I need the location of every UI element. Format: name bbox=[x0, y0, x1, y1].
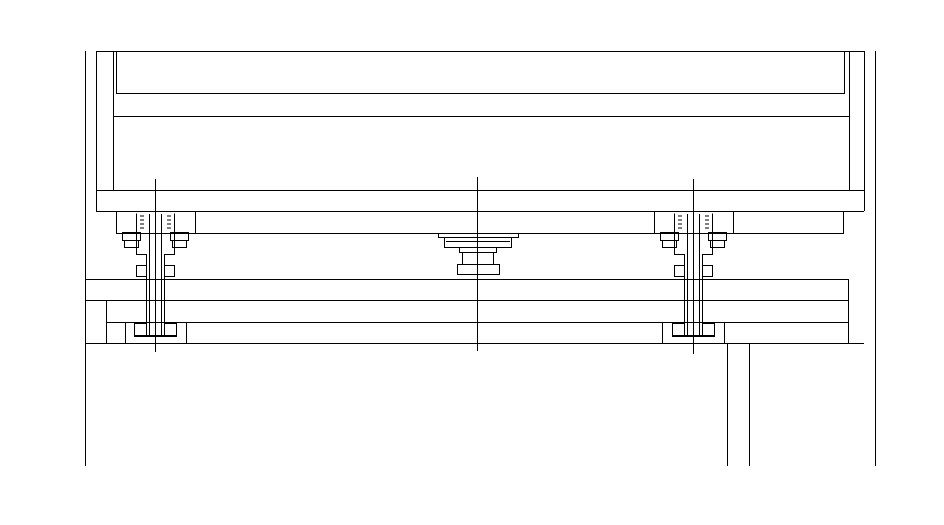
right-nut-lower-a bbox=[672, 323, 685, 336]
mounting-flange bbox=[116, 211, 844, 234]
right-nut-upper-b bbox=[702, 265, 713, 277]
left-seal-right bbox=[167, 215, 171, 229]
support-leg bbox=[727, 343, 750, 466]
left-nut-upper-b bbox=[164, 265, 175, 277]
center-support bbox=[438, 233, 519, 280]
right-sleeve-outline bbox=[674, 213, 713, 337]
left-nut-upper-a bbox=[136, 265, 147, 277]
right-seal-left bbox=[678, 215, 682, 229]
upper-housing bbox=[96, 51, 865, 212]
centerlines bbox=[155, 177, 694, 354]
left-washer-c bbox=[124, 240, 139, 248]
center-foot bbox=[457, 264, 500, 275]
left-nut-lower-a bbox=[134, 323, 147, 336]
outer-frame bbox=[85, 51, 876, 466]
left-seal-left bbox=[140, 215, 144, 229]
right-washer-c bbox=[662, 240, 677, 248]
base-plates bbox=[85, 279, 864, 344]
right-seal-right bbox=[705, 215, 709, 229]
right-nut-lower-b bbox=[702, 323, 715, 336]
right-nut-upper-a bbox=[674, 265, 685, 277]
left-nut-lower-b bbox=[164, 323, 177, 336]
center-top-cap bbox=[438, 233, 519, 238]
left-washer-d bbox=[172, 240, 187, 248]
housing-top-panel bbox=[116, 51, 845, 94]
left-sleeve-outline bbox=[136, 213, 175, 337]
right-washer-d bbox=[710, 240, 725, 248]
